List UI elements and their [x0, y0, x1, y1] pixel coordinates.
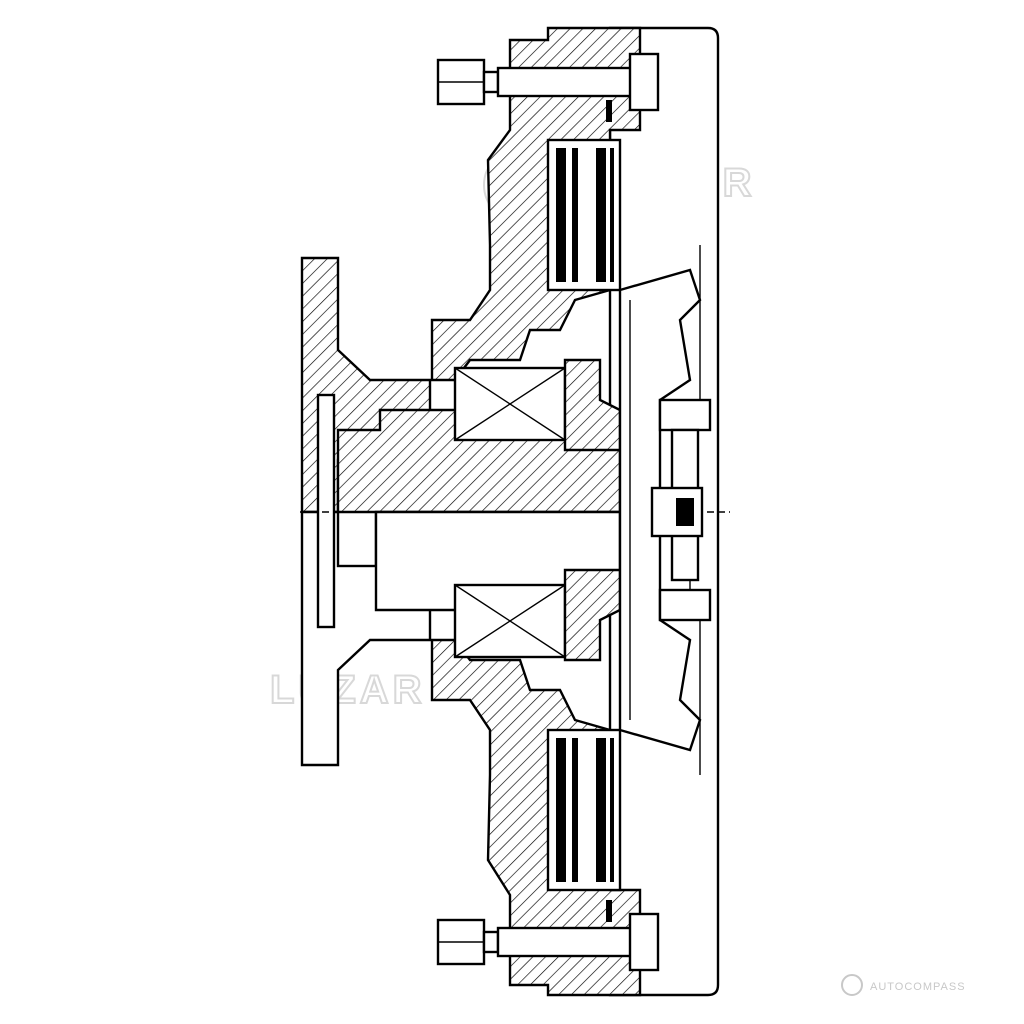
housing-upper	[430, 26, 642, 382]
bearing-lower	[453, 583, 567, 659]
bolt-top	[436, 52, 660, 112]
watermark-left: LUZAR	[269, 667, 426, 713]
bolt-bottom	[436, 912, 660, 972]
flange-pilot	[316, 393, 336, 629]
watermark-source: AUTOCOMPASS	[841, 974, 966, 996]
watermark-brand-left: LUZAR	[270, 668, 426, 712]
pin-upper	[606, 100, 612, 122]
autocompass-logo-icon	[841, 974, 863, 996]
disc-pack-lower	[546, 728, 622, 892]
pin-lower	[606, 900, 612, 922]
disc-pack-upper	[546, 138, 622, 292]
bearing-upper	[453, 366, 567, 442]
watermark-source-text: AUTOCOMPASS	[870, 981, 966, 993]
housing-lower	[430, 638, 642, 997]
central-actuator	[650, 398, 712, 622]
